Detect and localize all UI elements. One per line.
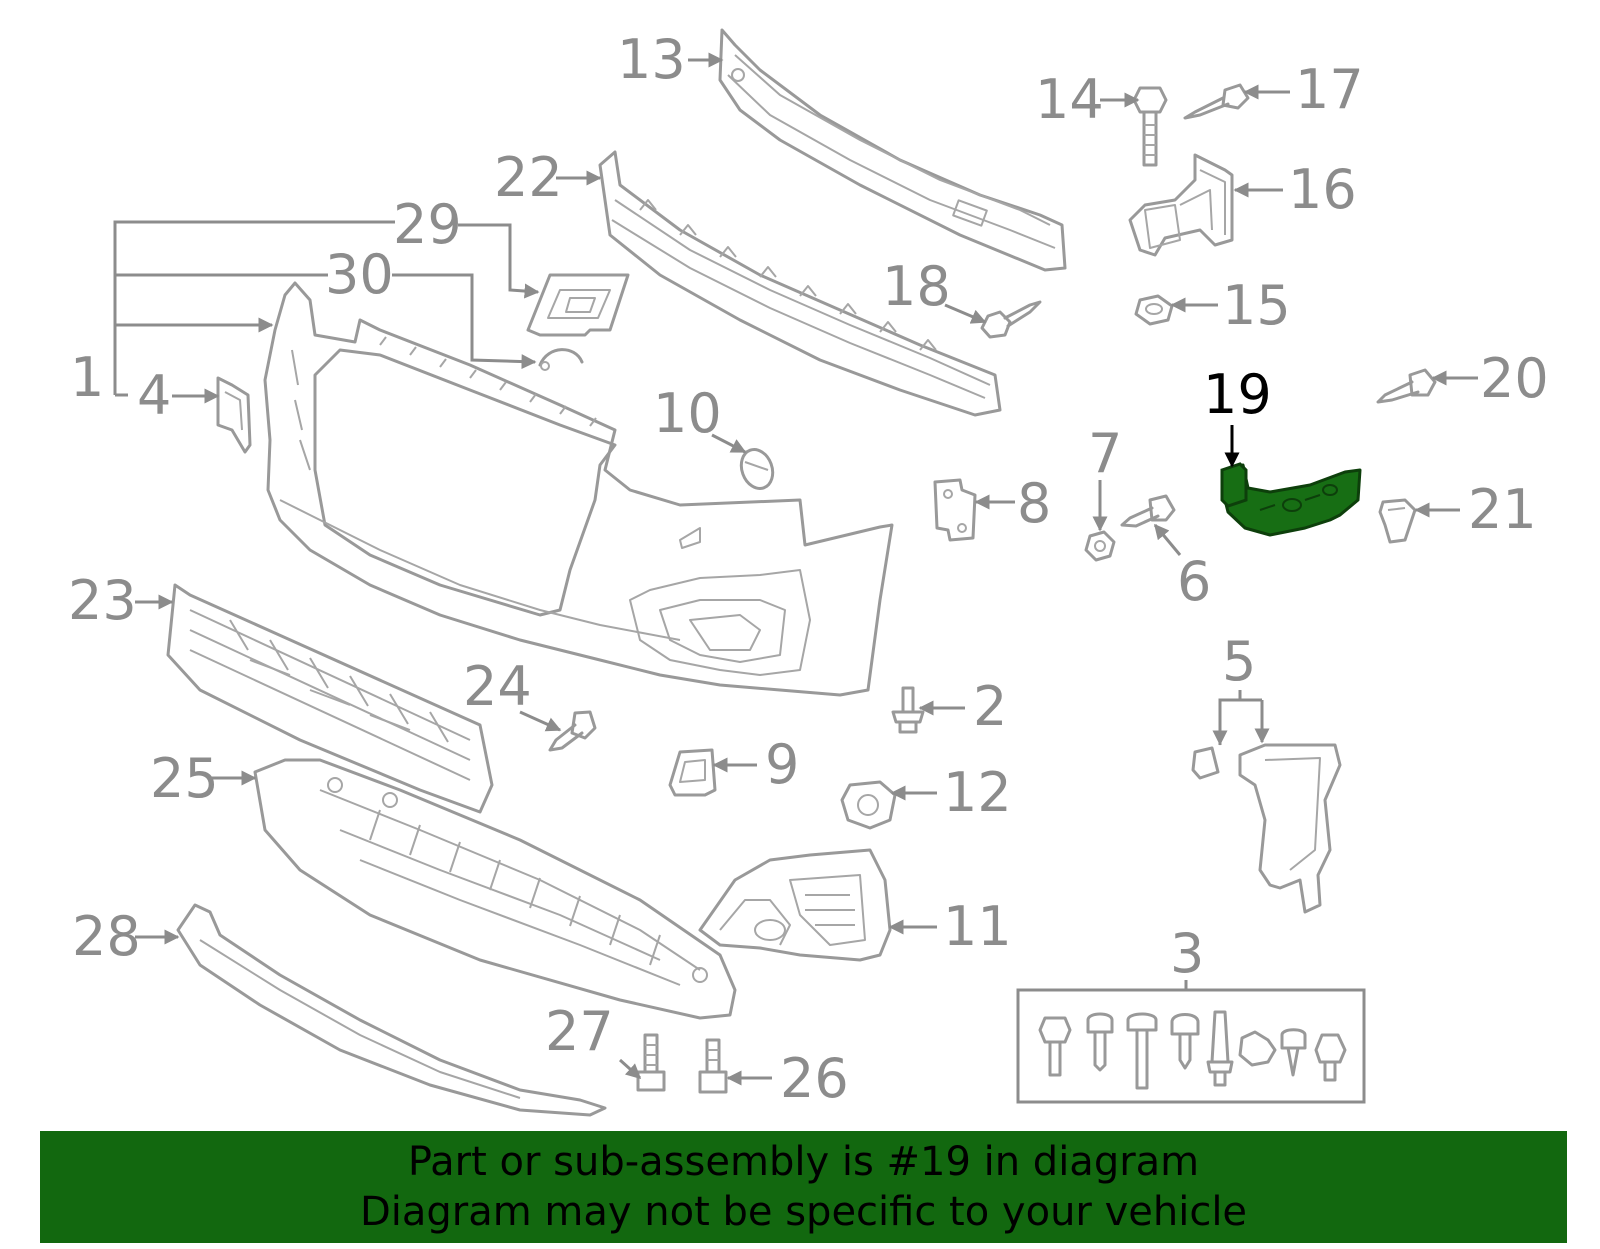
part-25-undertray <box>253 758 737 1020</box>
callout-14: 14 <box>1035 68 1104 131</box>
part-9-bezel <box>668 748 717 797</box>
part-26-bolt <box>698 1038 728 1094</box>
part-29-bracket-plate <box>526 273 630 337</box>
callout-labels: 1 2 3 4 5 6 7 8 9 10 11 12 13 14 15 16 1… <box>68 28 1549 1110</box>
callout-2: 2 <box>973 675 1007 738</box>
callout-26: 26 <box>780 1047 849 1110</box>
banner-line-2: Diagram may not be specific to your vehi… <box>359 1189 1248 1235</box>
part-8-bracket <box>933 478 977 542</box>
part-23-lower-grille <box>166 583 494 814</box>
callout-27: 27 <box>545 1000 614 1063</box>
part-6-screw <box>1120 494 1176 528</box>
callout-1: 1 <box>70 346 104 409</box>
part-3-hardware-kit <box>1016 988 1366 1104</box>
part-24-screw <box>548 710 597 752</box>
leader-lines <box>113 52 1478 1086</box>
part-1-bumper-cover <box>263 281 894 697</box>
callout-23: 23 <box>68 569 137 632</box>
banner-line-1: Part or sub-assembly is #19 in diagram <box>407 1139 1200 1185</box>
callout-24: 24 <box>463 655 532 718</box>
callout-4: 4 <box>137 364 171 427</box>
part-5-side-bracket <box>1191 743 1342 914</box>
callout-17: 17 <box>1295 58 1364 121</box>
part-19-highlighted-bracket <box>1220 462 1362 537</box>
part-11-fog-grille <box>698 848 892 962</box>
part-13-reinforcement-bar <box>718 28 1067 272</box>
part-21-clip-nut <box>1378 498 1417 544</box>
callout-18: 18 <box>882 255 951 318</box>
callout-25: 25 <box>150 747 219 810</box>
part-28-trim-strip <box>176 903 607 1117</box>
part-2-push-pin <box>891 686 925 734</box>
callout-30: 30 <box>325 243 394 306</box>
callout-11: 11 <box>943 895 1012 958</box>
callout-10: 10 <box>653 382 722 445</box>
callout-3: 3 <box>1170 922 1204 985</box>
callout-6: 6 <box>1177 550 1211 613</box>
part-12-sensor-holder <box>840 780 897 830</box>
callout-15: 15 <box>1222 274 1291 337</box>
part-15-nut <box>1134 294 1174 326</box>
part-30-clip <box>538 348 584 371</box>
info-banner: Part or sub-assembly is #19 in diagram D… <box>40 1131 1567 1243</box>
callout-7: 7 <box>1088 422 1122 485</box>
callout-9: 9 <box>765 733 799 796</box>
callout-20: 20 <box>1480 347 1549 410</box>
part-4-small-panel <box>216 376 252 454</box>
callout-12: 12 <box>943 761 1012 824</box>
callout-13: 13 <box>617 28 686 91</box>
part-22-energy-absorber <box>598 150 1002 417</box>
part-18-screw <box>980 300 1042 339</box>
part-20-screw <box>1376 368 1437 404</box>
callout-28: 28 <box>72 905 141 968</box>
callout-21: 21 <box>1468 478 1537 541</box>
part-27-bolt <box>636 1033 666 1092</box>
callout-16: 16 <box>1288 158 1357 221</box>
callout-8: 8 <box>1017 472 1051 535</box>
part-7-nut <box>1084 530 1116 562</box>
callout-22: 22 <box>494 146 563 209</box>
part-16-crash-box <box>1128 153 1234 257</box>
part-10-cap <box>739 448 775 490</box>
part-17-screw <box>1183 83 1250 120</box>
callout-29: 29 <box>393 193 462 256</box>
callout-19-highlighted: 19 <box>1203 363 1272 426</box>
part-14-bolt <box>1132 86 1168 167</box>
callout-5: 5 <box>1222 630 1256 693</box>
